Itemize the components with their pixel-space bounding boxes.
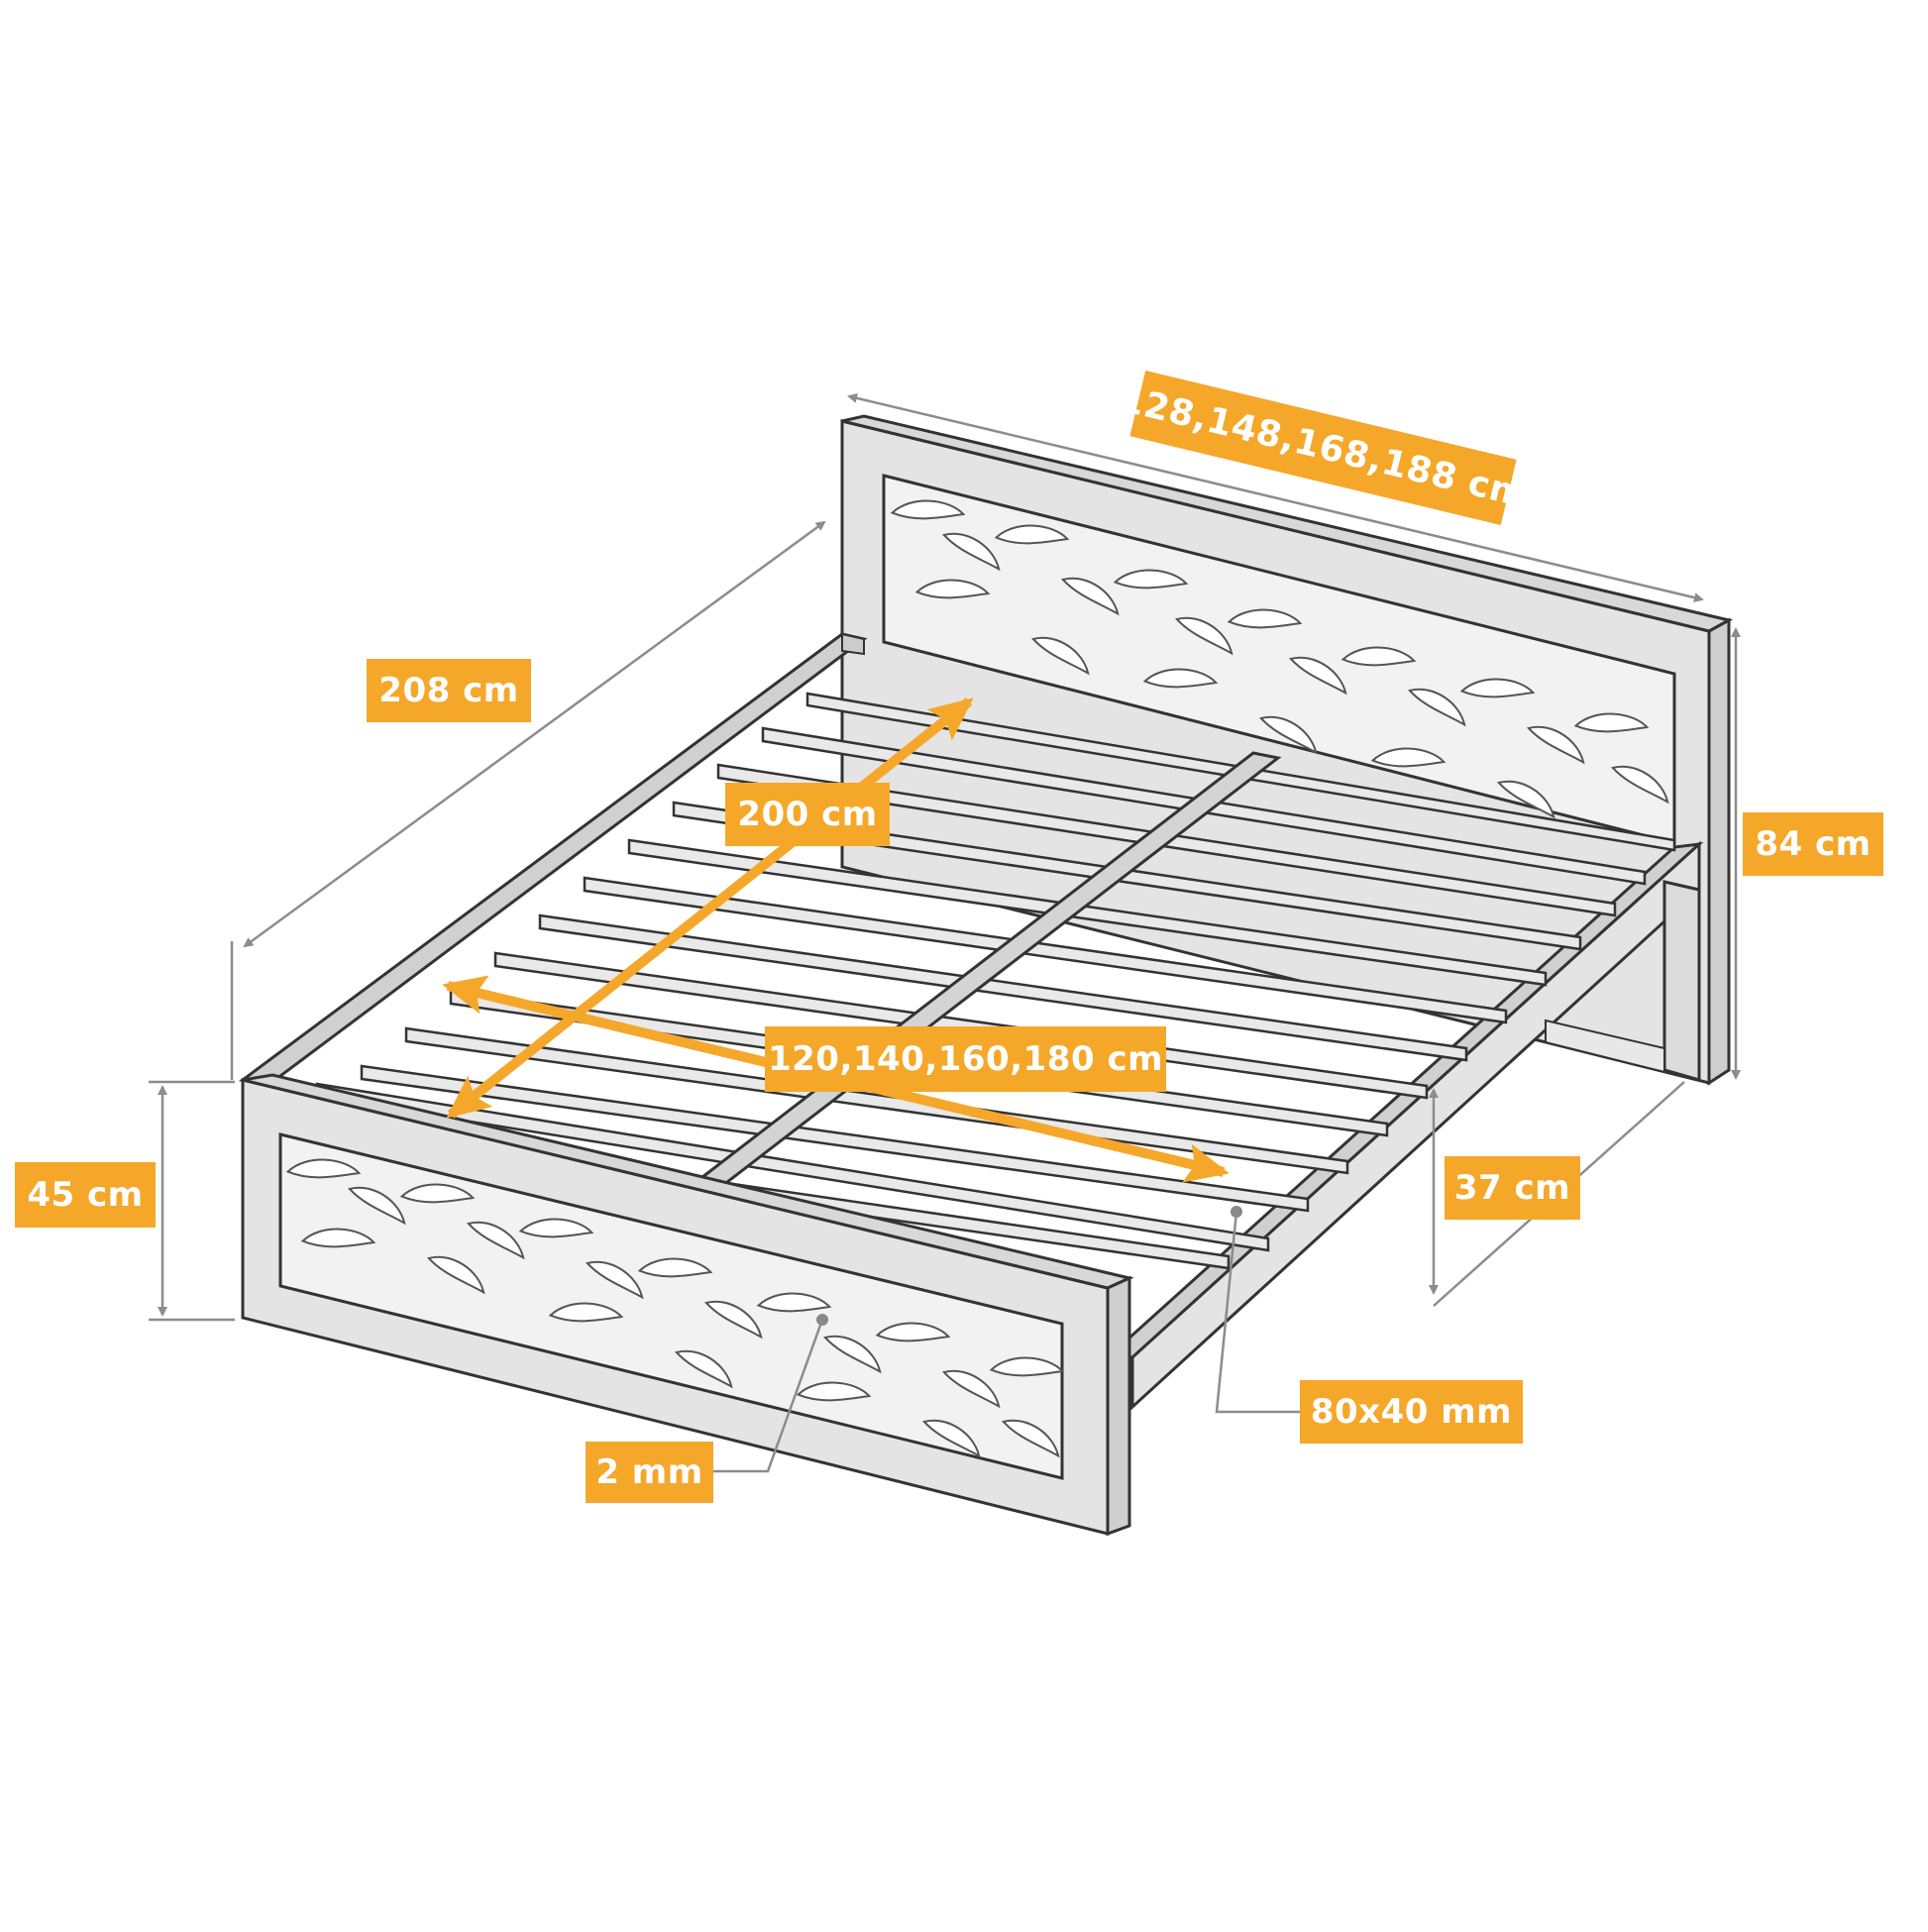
mattress-length-label: 200 cm [725, 783, 890, 846]
footboard-height-label: 45 cm [15, 1162, 156, 1228]
under-bed-height-label: 37 cm [1445, 1156, 1580, 1220]
mattress-width-label: 120,140,160,180 cm [765, 1026, 1166, 1092]
headboard-height-label: 84 cm [1743, 812, 1883, 876]
total-length-label: 208 cm [367, 659, 531, 722]
sheet-thickness-label: 2 mm [586, 1442, 713, 1503]
profile-size-label: 80x40 mm [1300, 1380, 1523, 1444]
